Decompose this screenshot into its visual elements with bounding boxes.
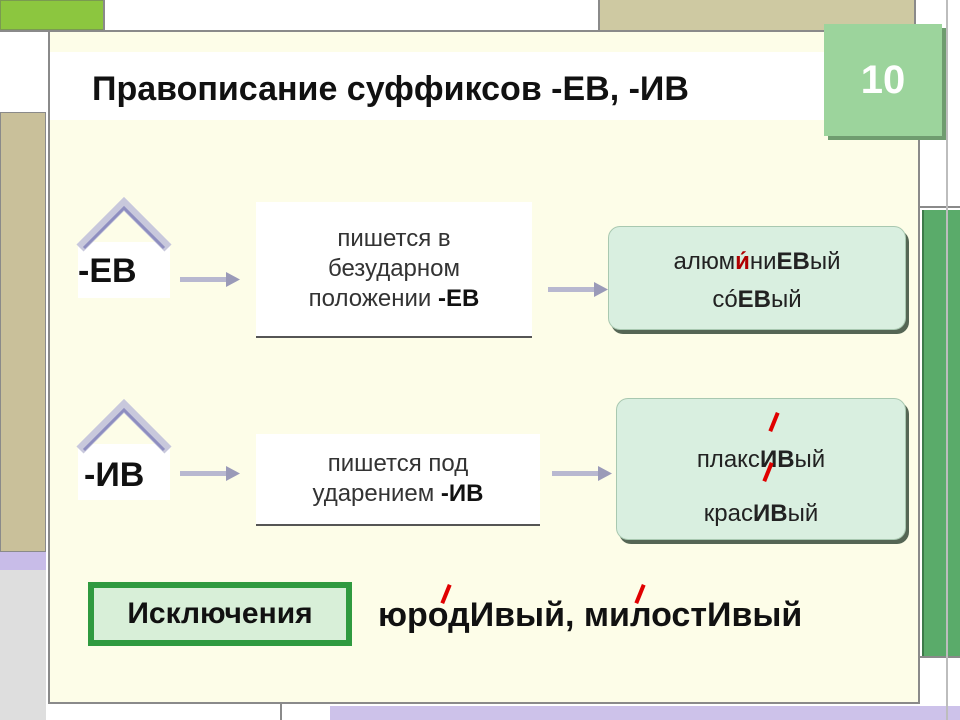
stressed-vowel: и́ — [735, 248, 750, 275]
slide-title: Правописание суффиксов -ЕВ, -ИВ — [92, 70, 689, 108]
suffix-ev-label: -ЕВ — [78, 252, 137, 290]
rule-text-line: пишется под — [327, 450, 469, 477]
word-ending: ый — [794, 446, 826, 473]
word-part: плакс — [696, 446, 760, 473]
rule-text-line: безударном — [327, 255, 461, 282]
rule-text: ударением — [312, 480, 441, 507]
example-word: сóЕВый — [609, 281, 905, 319]
word-part: Ивый — [707, 596, 803, 634]
rule-box-ev: пишется в безударном положении -ЕВ — [256, 202, 532, 338]
word-part: алюм — [673, 248, 736, 275]
decor-block-tan-left — [0, 112, 46, 552]
house-icon — [76, 196, 172, 298]
decor-block-green — [0, 0, 104, 30]
word-ending: ый — [809, 248, 841, 275]
title-band — [50, 52, 880, 120]
suffix-iv-label: -ИВ — [84, 456, 145, 494]
stressed-vowel: ó — [724, 286, 738, 313]
word-part: с — [712, 286, 725, 313]
exceptions-label: Исключения — [94, 588, 346, 640]
arrow-right-icon — [552, 466, 612, 481]
rule-suffix: -ИВ — [440, 480, 484, 507]
decor-line — [946, 0, 948, 720]
rule-text-line: ударением -ИВ — [256, 479, 540, 509]
decor-block-lilac-bottom — [330, 706, 960, 720]
rule-text-line: пишется в — [337, 225, 451, 252]
arrow-right-icon — [180, 272, 240, 287]
rule-text: положении — [308, 285, 438, 312]
word-part: Ивый — [469, 596, 565, 634]
suffix-highlight: ЕВ — [776, 248, 810, 275]
suffix-highlight: ИВ — [752, 500, 788, 527]
arrow-right-icon — [548, 282, 608, 297]
word-part: милост — [583, 596, 707, 634]
decor-block-green-right — [922, 210, 960, 658]
suffix-highlight: ИВ — [759, 446, 795, 473]
decor-line — [920, 206, 960, 208]
word-part: крас — [703, 500, 753, 527]
examples-box-ev: алюми́ниЕВый сóЕВый — [608, 226, 906, 330]
rule-box-iv: пишется под ударением -ИВ — [256, 434, 540, 526]
example-word: плаксИВый — [617, 433, 905, 487]
exceptions-box: Исключения — [88, 582, 352, 646]
decor-block-lilac-left — [0, 552, 46, 570]
slide-number: 10 — [824, 24, 942, 136]
house-icon — [76, 398, 172, 500]
decor-line — [0, 30, 48, 32]
rule-text-line: положении -ЕВ — [256, 284, 532, 314]
example-word: красИВый — [617, 487, 905, 541]
rule-suffix: -ЕВ — [437, 285, 480, 312]
word-ending: ый — [787, 500, 819, 527]
decor-line — [103, 0, 105, 52]
suffix-highlight: ЕВ — [737, 286, 772, 313]
examples-box-iv: плаксИВый красИВый — [616, 398, 906, 540]
word-part: юрод — [378, 596, 470, 634]
word-ending: ый — [771, 286, 802, 313]
exceptions-words: юродИвый, милостИвый — [378, 596, 802, 635]
separator: , — [565, 596, 584, 634]
arrow-right-icon — [180, 466, 240, 481]
example-word: алюми́ниЕВый — [609, 243, 905, 281]
word-part: ни — [749, 248, 777, 275]
decor-block-gray-left — [0, 570, 46, 720]
